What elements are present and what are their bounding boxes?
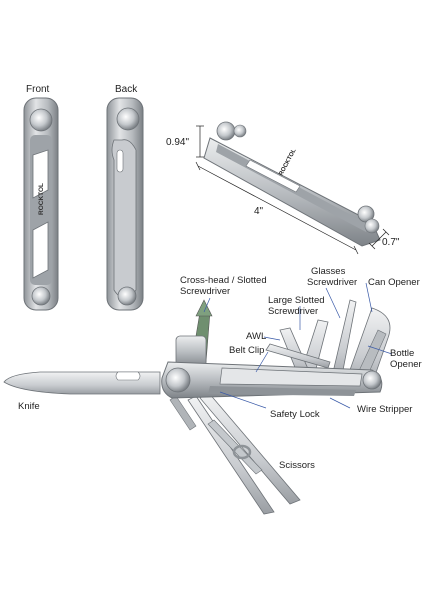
label-wire-stripper: Wire Stripper xyxy=(357,404,413,415)
label-belt-clip: Belt Clip xyxy=(229,345,265,356)
dimension-lines xyxy=(195,125,390,255)
label-can-opener: Can Opener xyxy=(368,277,420,288)
width-dimension: 0.7" xyxy=(382,237,400,248)
leader-lines xyxy=(203,282,393,409)
label-bottle-opener: Bottle Opener xyxy=(390,348,422,370)
label-scissors: Scissors xyxy=(279,460,315,471)
back-view-label: Back xyxy=(115,84,138,95)
front-view: ROCKTOL xyxy=(23,97,59,311)
height-dimension: 0.94" xyxy=(166,137,190,148)
brand-mark-angled: ROCKTOL xyxy=(278,148,297,177)
folded-tool-angled: ROCKTOL xyxy=(203,121,381,247)
brand-mark-front: ROCKTOL xyxy=(38,183,45,215)
label-awl: AWL xyxy=(246,331,267,342)
label-safety-lock: Safety Lock xyxy=(270,409,320,420)
label-knife: Knife xyxy=(18,401,40,412)
label-glasses-screwdriver: Glasses Screwdriver xyxy=(307,266,358,288)
front-view-label: Front xyxy=(26,84,50,95)
open-multitool xyxy=(3,299,391,515)
label-crosshead-screwdriver: Cross-head / Slotted Screwdriver xyxy=(180,275,267,297)
back-view xyxy=(106,97,144,311)
label-large-slotted-screwdriver: Large Slotted Screwdriver xyxy=(268,295,325,317)
length-dimension: 4" xyxy=(254,206,264,217)
